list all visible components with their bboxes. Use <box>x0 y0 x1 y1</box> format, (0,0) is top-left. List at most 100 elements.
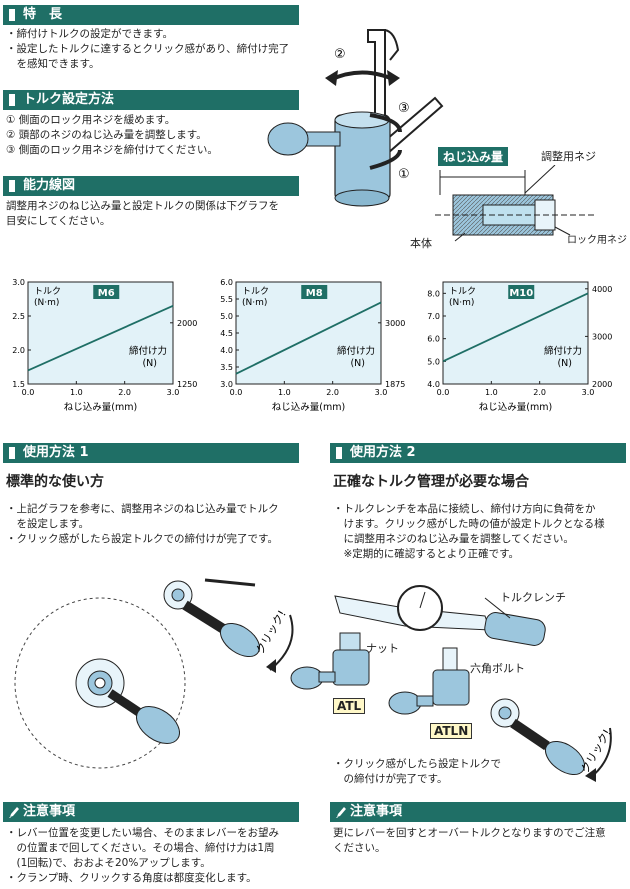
y-axis-label: トルク <box>242 286 269 297</box>
y-axis-label: トルク <box>34 286 61 297</box>
usage2-line-2: けます。クリック感がした時の値が設定トルクとなる様 <box>333 518 605 530</box>
chart-title: M10 <box>509 288 533 299</box>
usage1-line-1: ・上記グラフを参考に、調整用ネジのねじ込み量でトルク <box>6 503 279 515</box>
y-tick-label: 7.0 <box>427 312 440 321</box>
size-tag <box>508 285 535 299</box>
y-tick-label: 5.0 <box>427 357 440 366</box>
caution1-line-3: (1回転)で、おおよそ20%アップします。 <box>6 857 211 869</box>
y-tick-label: 5.0 <box>220 312 233 321</box>
product-illustration: ② ③ ① <box>267 29 444 207</box>
torque-wrench-label: トルクレンチ <box>500 591 566 604</box>
usage2-done-line-1: ・クリック感がしたら設定トルクで <box>333 758 501 770</box>
y2-tick-label: 1875 <box>385 380 405 389</box>
features-line-1: ・締付けトルクの設定ができます。 <box>6 28 173 40</box>
pencil-icon <box>336 807 346 818</box>
x-axis-label: ねじ込み量(mm) <box>272 402 345 413</box>
performance-line-2: 目安にしてください。 <box>6 215 111 227</box>
torque-step-1: ① 側面のロック用ネジを緩めます。 <box>6 114 176 126</box>
series-line <box>442 292 589 363</box>
performance-header: 能力線図 <box>3 176 299 196</box>
y-tick-label: 2.5 <box>12 312 25 321</box>
chart-m10: 0.0 1.0 2.0 3.0 4.0 5.0 6.0 7.0 8.0 2000 3000 4000 M… <box>415 272 630 422</box>
usage1-line-3: ・クリック感がしたら設定トルクでの締付けが完了です。 <box>6 533 278 545</box>
caution1-header: 注意事項 <box>3 802 299 822</box>
x-tick-label: 0.0 <box>437 388 450 397</box>
adjust-screw-label: 調整用ネジ <box>541 150 596 163</box>
caution2-line-1: 更にレバーを回すとオーバートルクとなりますのでご注意 <box>333 827 606 839</box>
atln-label: ATLN <box>430 723 473 739</box>
y-tick-label: 6.0 <box>427 335 440 344</box>
usage2-header: 使用方法 2 <box>330 443 626 463</box>
y-axis-label: トルク <box>449 286 476 297</box>
y2-axis-unit: (N) <box>142 358 157 369</box>
y2-tick-label: 1250 <box>177 380 197 389</box>
x-tick-label: 3.0 <box>375 388 388 397</box>
y-tick-label: 1.5 <box>12 380 25 389</box>
pencil-icon <box>9 807 19 818</box>
caution1-line-2: の位置まで回してください。その場合、締付け力は1周 <box>6 842 275 854</box>
features-line-2: ・設定したトルクに達するとクリック感があり、締付け完了 <box>6 43 290 55</box>
chart-title: M6 <box>98 288 115 299</box>
torque-setting-header: トルク設定方法 <box>3 90 299 110</box>
x-tick-label: 3.0 <box>582 388 595 397</box>
y2-axis-label: 締付け力 <box>337 345 375 357</box>
y-tick-label: 4.5 <box>220 329 233 338</box>
size-tag <box>93 285 120 299</box>
usage1-subtitle: 標準的な使い方 <box>6 474 104 490</box>
x-tick-label: 3.0 <box>167 388 180 397</box>
nut-label: ナット <box>366 642 399 655</box>
step-mark-3: ③ <box>398 101 410 116</box>
x-tick-label: 2.0 <box>118 388 131 397</box>
usage1-line-2: を設定します。 <box>6 518 89 530</box>
usage2-line-4: ※定期的に確認するとより正確です。 <box>333 548 520 560</box>
y2-tick-label: 3000 <box>592 332 612 341</box>
y-axis-unit: (N·m) <box>449 298 474 308</box>
y2-axis-unit: (N) <box>350 358 365 369</box>
x-tick-label: 1.0 <box>70 388 83 397</box>
caution1-line-4: ・クランプ時、クリックする角度は都度変化します。 <box>6 872 257 884</box>
caution2-header: 注意事項 <box>330 802 626 822</box>
torque-step-2: ② 頭部のネジのねじ込み量を調整します。 <box>6 129 207 141</box>
caution2-line-2: ください。 <box>333 842 386 854</box>
x-tick-label: 2.0 <box>533 388 546 397</box>
y2-tick-label: 4000 <box>592 285 612 294</box>
y2-tick-label: 2000 <box>177 319 197 328</box>
series-line <box>235 301 382 375</box>
y-axis-unit: (N·m) <box>242 298 267 308</box>
chart-title: M8 <box>306 288 323 299</box>
atl-label: ATL <box>333 698 366 714</box>
performance-line-1: 調整用ネジのねじ込み量と設定トルクの関係は下グラフを <box>6 200 279 212</box>
y-tick-label: 4.0 <box>427 380 440 389</box>
y-tick-label: 3.5 <box>220 363 233 372</box>
usage2-done-line-2: の締付けが完了です。 <box>333 773 448 785</box>
y-tick-label: 6.0 <box>220 278 233 287</box>
y2-axis-label: 締付け力 <box>129 345 167 357</box>
y2-axis-unit: (N) <box>557 358 572 369</box>
torque-step-3: ③ 側面のロック用ネジを締付けてください。 <box>6 144 218 156</box>
lock-screw-label: ロック用ネジ <box>567 235 627 246</box>
y-tick-label: 8.0 <box>427 289 440 298</box>
usage1-header: 使用方法 1 <box>3 443 299 463</box>
y-axis-unit: (N·m) <box>34 298 59 308</box>
x-axis-label: ねじ込み量(mm) <box>479 402 552 413</box>
x-tick-label: 1.0 <box>278 388 291 397</box>
usage2-line-3: に調整用ネジのねじ込み量を調整してください。 <box>333 533 574 545</box>
x-tick-label: 0.0 <box>230 388 243 397</box>
features-header: 特 長 <box>3 5 299 25</box>
hex-bolt-label: 六角ボルト <box>470 662 525 675</box>
y-tick-label: 2.0 <box>12 346 25 355</box>
size-tag <box>301 285 328 299</box>
step-mark-1: ① <box>398 167 410 182</box>
cross-section-diagram <box>435 165 595 242</box>
y-tick-label: 5.5 <box>220 295 233 304</box>
x-tick-label: 1.0 <box>485 388 498 397</box>
screw-depth-tag: ねじ込み量 <box>438 147 509 166</box>
usage2-illustration: クリック! <box>290 585 614 782</box>
y2-tick-label: 2000 <box>592 380 612 389</box>
usage1-click-label: クリック! <box>253 608 288 656</box>
y-tick-label: 3.0 <box>12 278 25 287</box>
y2-axis-label: 締付け力 <box>544 345 582 357</box>
body-label: 本体 <box>410 237 432 250</box>
